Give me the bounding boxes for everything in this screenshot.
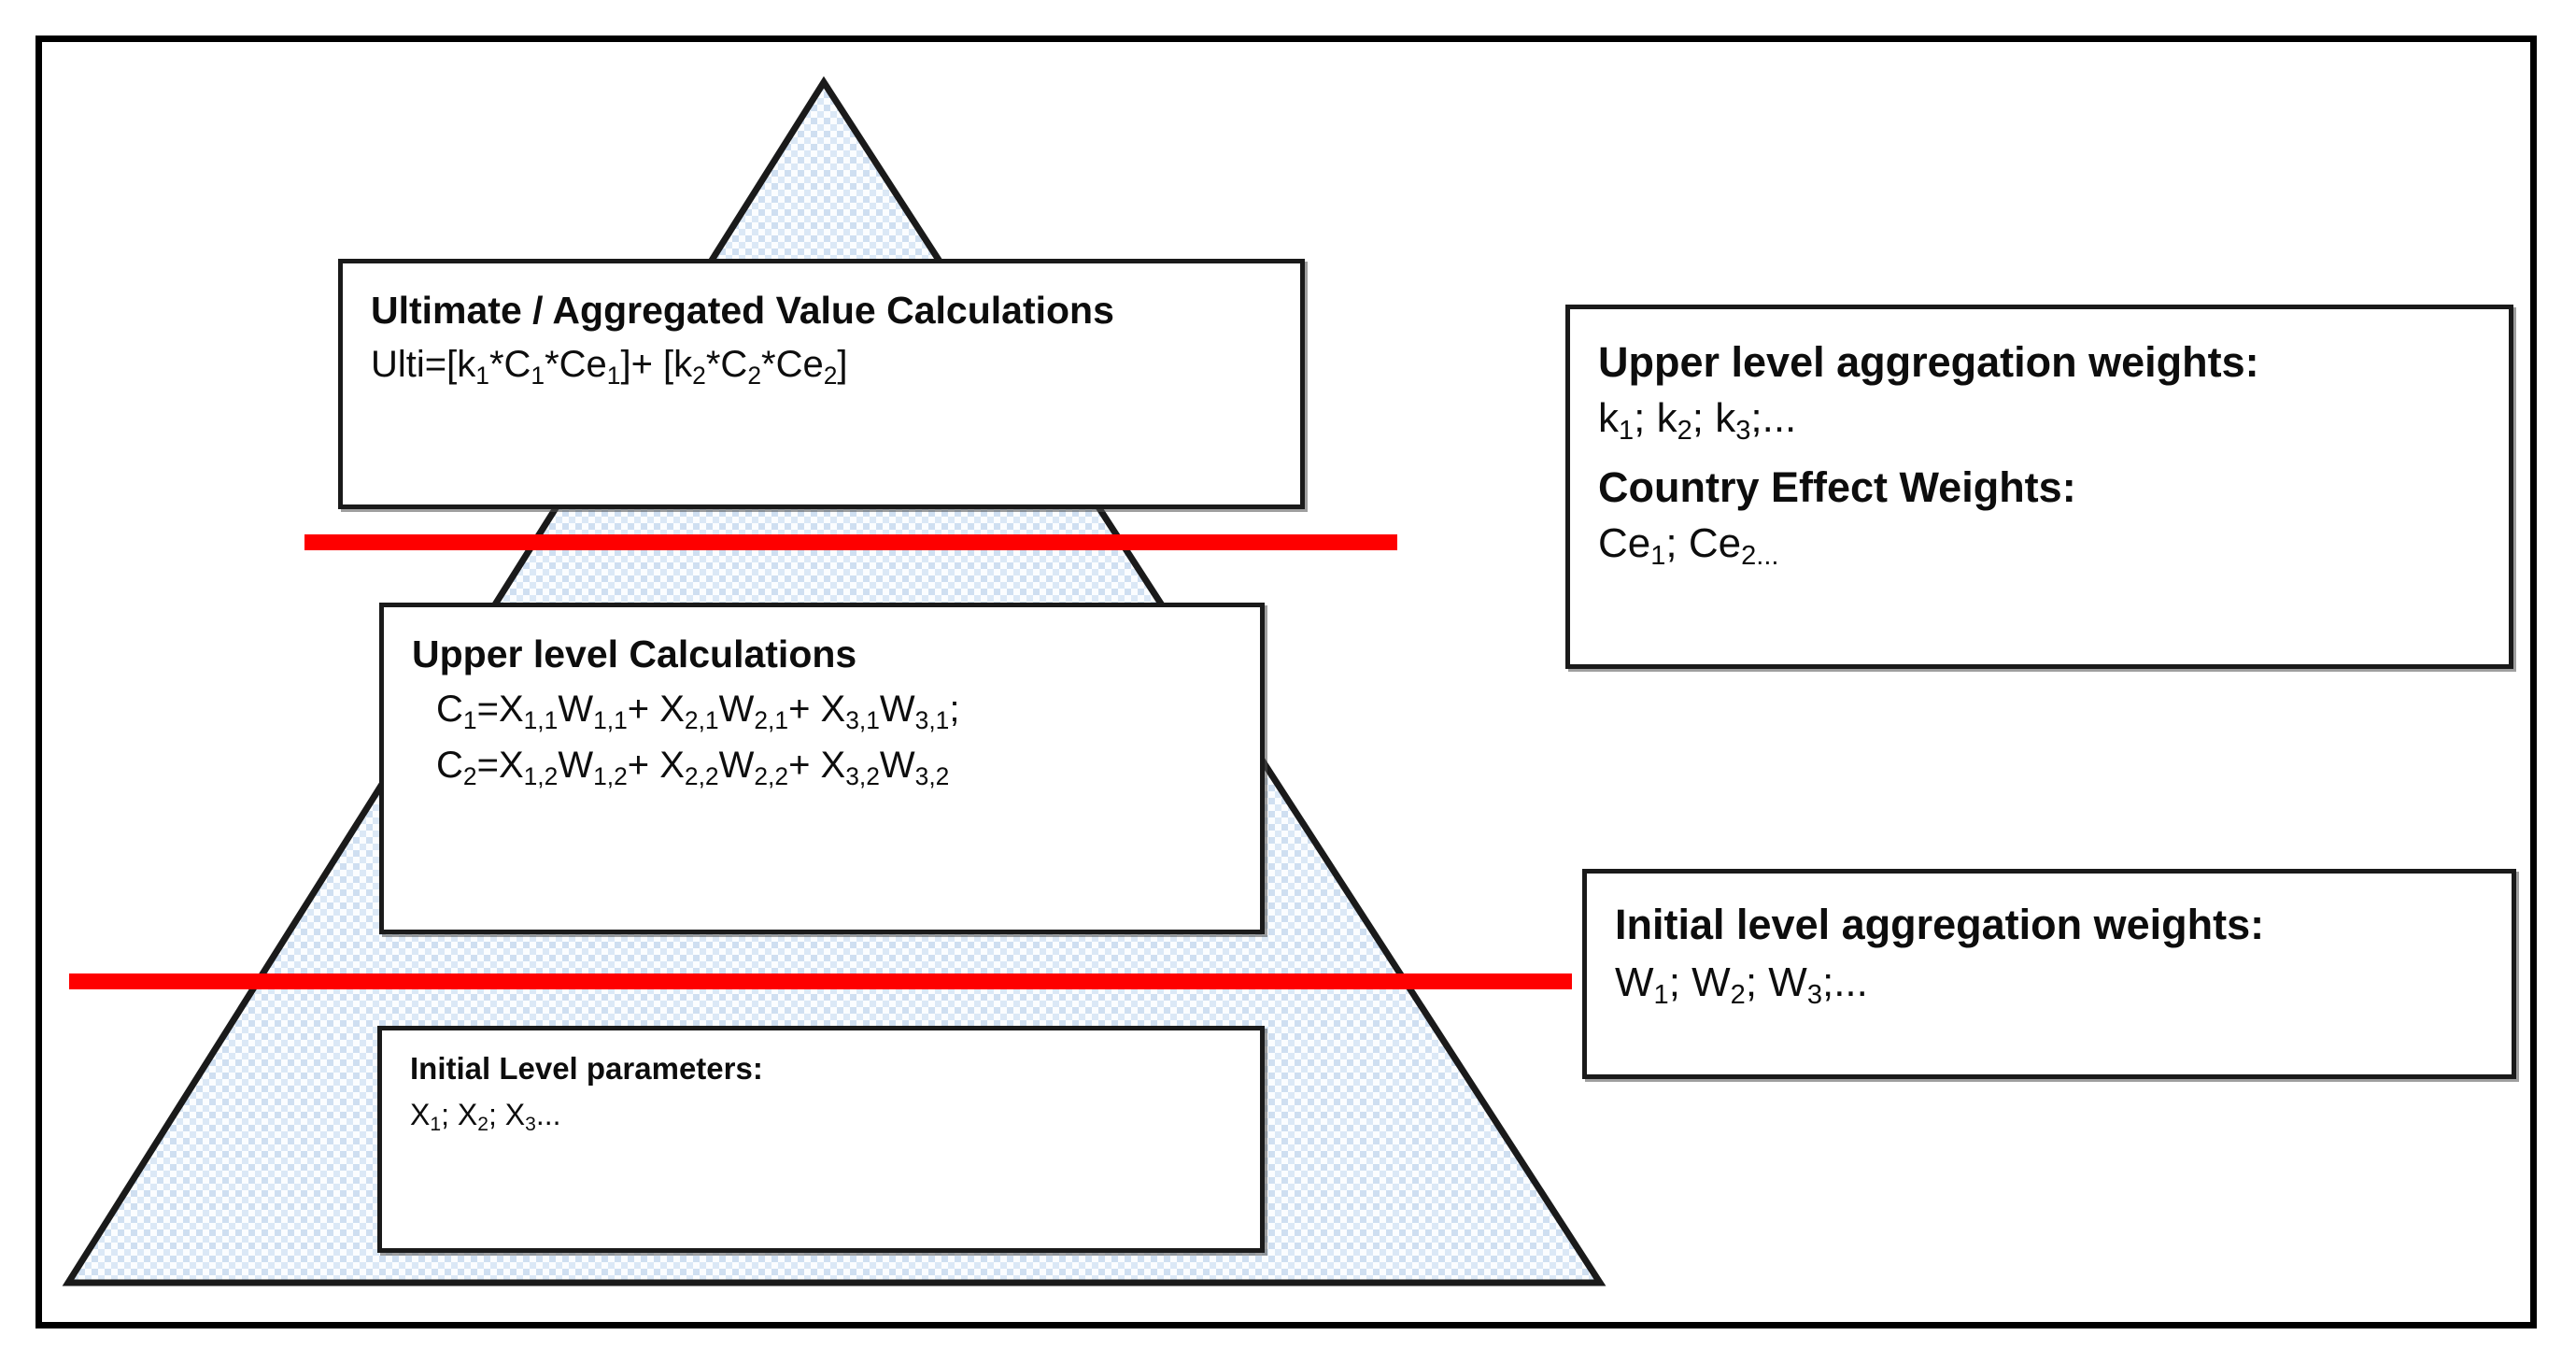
formula-text: ]+ [k (620, 344, 693, 386)
ultimate-calculations-box[interactable]: Ultimate / Aggregated Value Calculations… (338, 259, 1305, 509)
formula-text: ; X (488, 1097, 526, 1131)
upper-level-calculations-box[interactable]: Upper level Calculations C1=X1,1W1,1+ X2… (379, 603, 1265, 934)
formula-sub: 1 (531, 361, 545, 390)
formula-sub: 3,2 (845, 761, 880, 790)
upper-level-formula-c1: C1=X1,1W1,1+ X2,1W2,1+ X3,1W3,1; (412, 686, 1232, 732)
formula-text: X (410, 1097, 431, 1131)
formula-sub: 2,1 (684, 705, 719, 734)
formula-text: Ulti=[k (371, 344, 476, 386)
formula-sub: 2 (1677, 416, 1692, 447)
formula-sub: 2,1 (754, 705, 789, 734)
formula-text: *Ce (545, 344, 607, 386)
initial-level-weights-box[interactable]: Initial level aggregation weights: W1; W… (1582, 869, 2516, 1079)
formula-text: ] (837, 344, 848, 386)
ultimate-formula: Ulti=[k1*C1*Ce1]+ [k2*C2*Ce2] (371, 341, 1272, 388)
formula-sub: 2 (747, 361, 761, 390)
upper-level-weights-box[interactable]: Upper level aggregation weights: k1; k2;… (1565, 305, 2513, 669)
formula-text: ; W (1745, 959, 1807, 1006)
formula-text: k (1598, 395, 1619, 442)
formula-text: C (436, 689, 463, 731)
formula-text: ; W (1668, 959, 1731, 1006)
formula-text: + X (627, 689, 685, 731)
formula-sub: 2,2 (754, 761, 789, 790)
formula-text: W (718, 689, 755, 731)
formula-sub: 1,2 (593, 761, 628, 790)
formula-sub: 1 (462, 705, 477, 734)
upper-level-formula-c2: C2=X1,2W1,2+ X2,2W2,2+ X3,2W3,2 (412, 742, 1232, 789)
upper-weights-values: k1; k2; k3;... (1598, 392, 2481, 447)
formula-sub: 2 (692, 361, 706, 390)
upper-level-heading: Upper level Calculations (412, 632, 857, 675)
formula-text: ; X (441, 1097, 478, 1131)
upper-weights-content: Upper level aggregation weights: k1; k2;… (1570, 309, 2509, 572)
formula-text: W (558, 745, 594, 787)
ultimate-heading: Ultimate / Aggregated Value Calculations (371, 289, 1114, 332)
initial-level-divider-line (69, 973, 1572, 989)
ultimate-box-content: Ultimate / Aggregated Value Calculations… (343, 263, 1300, 388)
formula-sub: 2... (1741, 541, 1779, 572)
formula-sub: 3,1 (845, 705, 880, 734)
upper-box-content: Upper level Calculations C1=X1,1W1,1+ X2… (384, 607, 1260, 789)
formula-sub: 2,2 (684, 761, 719, 790)
formula-text: + X (788, 745, 846, 787)
formula-text: W (879, 745, 915, 787)
formula-text: Ce (1598, 520, 1651, 567)
formula-text: ; (949, 689, 960, 731)
formula-text: *C (488, 344, 531, 386)
formula-sub: 1 (475, 361, 489, 390)
formula-sub: 2 (477, 1113, 488, 1135)
initial-weights-content: Initial level aggregation weights: W1; W… (1587, 874, 2512, 1011)
initial-box-content: Initial Level parameters: X1; X2; X3... (382, 1030, 1260, 1135)
formula-text: ; k (1634, 395, 1677, 442)
formula-sub: 1,1 (523, 705, 559, 734)
formula-text: C (436, 745, 463, 787)
formula-sub: 2 (1730, 980, 1746, 1011)
formula-text: W (879, 689, 915, 731)
formula-sub: 3 (525, 1113, 536, 1135)
formula-sub: 1 (430, 1113, 442, 1135)
initial-weights-heading: Initial level aggregation weights: (1615, 901, 2265, 948)
formula-text: + X (627, 745, 685, 787)
formula-text: ; Ce (1665, 520, 1742, 567)
formula-text: =X (476, 689, 524, 731)
formula-text: + X (788, 689, 846, 731)
formula-text: =X (476, 745, 524, 787)
formula-text: ;... (1821, 959, 1868, 1006)
formula-text: W (1615, 959, 1654, 1006)
formula-sub: 1 (1653, 980, 1669, 1011)
formula-text: ;... (1750, 395, 1797, 442)
formula-text: W (558, 689, 594, 731)
formula-sub: 3 (1735, 416, 1751, 447)
formula-sub: 1 (1650, 541, 1666, 572)
formula-sub: 3,1 (914, 705, 950, 734)
initial-level-parameters: X1; X2; X3... (410, 1096, 1232, 1135)
formula-text: W (718, 745, 755, 787)
initial-weights-values: W1; W2; W3;... (1615, 957, 2484, 1011)
country-effect-weights-values: Ce1; Ce2... (1598, 518, 2481, 572)
formula-sub: 3,2 (914, 761, 950, 790)
formula-sub: 1,2 (523, 761, 559, 790)
formula-text: *Ce (761, 344, 824, 386)
formula-sub: 1 (1619, 416, 1635, 447)
upper-level-divider-line (304, 534, 1397, 550)
formula-sub: 1,1 (593, 705, 628, 734)
formula-sub: 2 (462, 761, 477, 790)
formula-sub: 3 (1806, 980, 1822, 1011)
formula-sub: 1 (606, 361, 621, 390)
formula-text: ; k (1691, 395, 1736, 442)
initial-level-heading: Initial Level parameters: (410, 1051, 763, 1086)
formula-sub: 2 (823, 361, 838, 390)
country-effect-weights-heading: Country Effect Weights: (1598, 463, 2076, 512)
formula-text: *C (705, 344, 748, 386)
upper-weights-heading: Upper level aggregation weights: (1598, 338, 2259, 386)
initial-level-parameters-box[interactable]: Initial Level parameters: X1; X2; X3... (377, 1026, 1265, 1253)
formula-text: ... (535, 1097, 561, 1131)
